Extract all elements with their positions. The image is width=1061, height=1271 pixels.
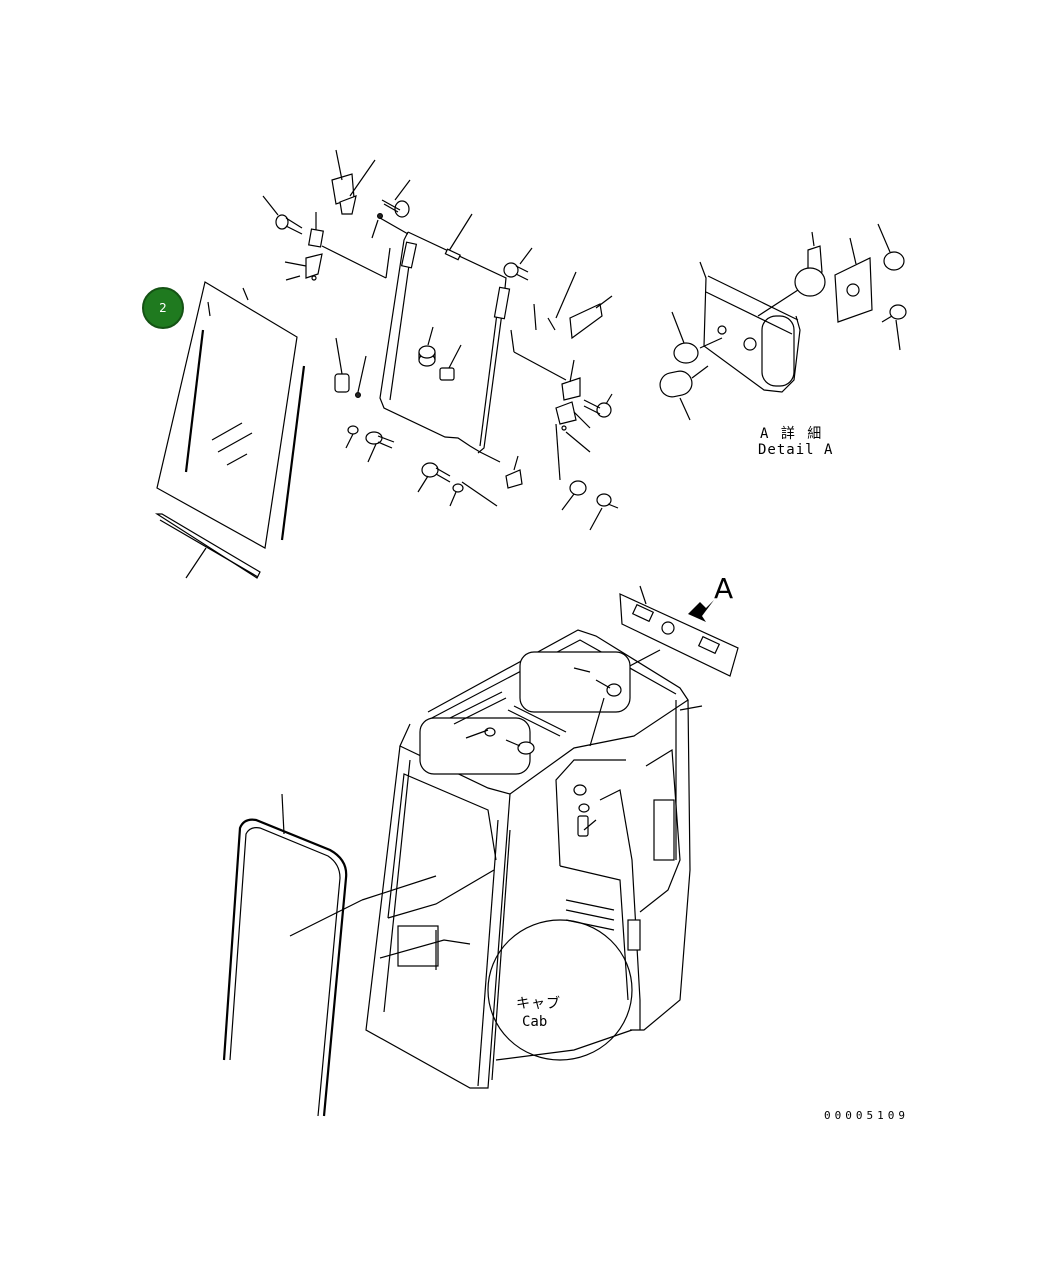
stopper-part [334, 337, 395, 463]
lower-hinge-part [555, 359, 619, 531]
roof-cover-part [619, 585, 739, 677]
view-letter-label: A [714, 572, 734, 605]
right-bolt-part [503, 247, 613, 381]
callout-number: 2 [159, 301, 167, 315]
bushing-part [418, 326, 462, 381]
hinge-part [331, 149, 411, 239]
drawing-number: 00005109 [824, 1109, 909, 1122]
weather-strip-part [222, 793, 348, 1117]
window-glass-part [156, 281, 306, 549]
view-a-arrow [688, 600, 714, 622]
detail-a-title-en: Detail A [758, 442, 834, 458]
lower-bolt-part [417, 455, 523, 507]
door-frame-part [379, 213, 511, 463]
callout-badge[interactable]: 2 [142, 287, 184, 329]
detail-a-title-jp: A 詳 細 [760, 426, 824, 442]
seal-strip-part [154, 513, 261, 579]
bolt-part [262, 195, 391, 281]
cab-structure [289, 629, 703, 1089]
cab-title-en: Cab [522, 1014, 548, 1030]
detail-a-view [659, 223, 907, 421]
cab-title-jp: キャブ [516, 996, 561, 1012]
